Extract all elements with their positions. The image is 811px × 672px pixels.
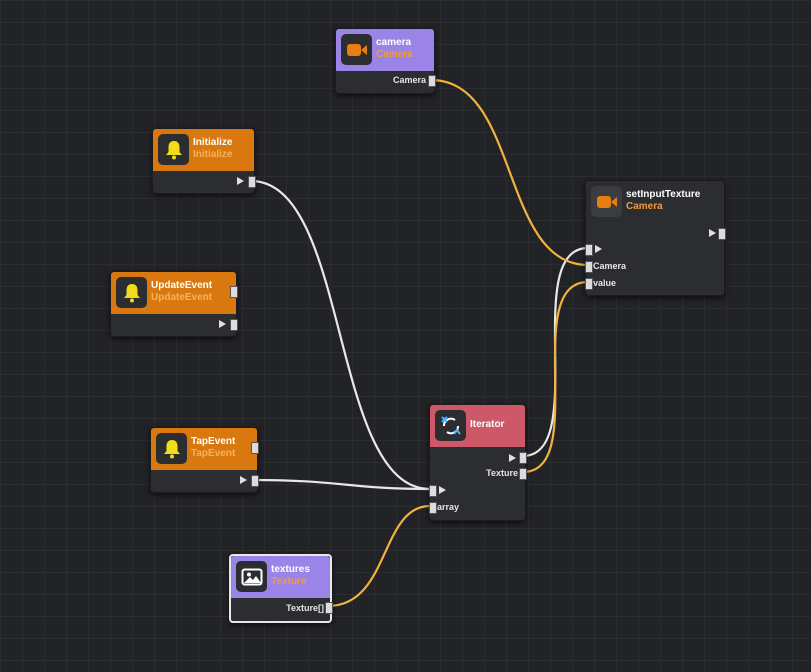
camera-icon <box>591 186 622 217</box>
value-input-port[interactable] <box>585 278 593 290</box>
initialize-node-header[interactable]: Initialize Initialize <box>153 129 254 171</box>
textures-node[interactable]: textures Texture Texture[] <box>229 554 333 623</box>
output-label: Texture[] <box>286 603 324 613</box>
bell-icon <box>116 277 147 308</box>
tap-event-node[interactable]: TapEvent TapEvent <box>150 427 259 493</box>
tap-event-node-header[interactable]: TapEvent TapEvent <box>151 428 259 470</box>
flow-output-port[interactable] <box>519 452 527 464</box>
wire-camera-to-setinputtexture[interactable] <box>430 78 589 267</box>
textures-node-header[interactable]: textures Texture <box>231 556 330 598</box>
camera-node-header[interactable]: camera Camera <box>336 29 434 71</box>
header-port[interactable] <box>230 286 238 298</box>
node-title: camera <box>376 37 412 48</box>
flow-input-port[interactable] <box>429 485 437 497</box>
set-input-texture-node[interactable]: setInputTexture Camera Camera value <box>585 180 726 296</box>
node-subtitle: TapEvent <box>191 448 236 459</box>
input-label-value: value <box>593 278 617 288</box>
iterator-icon <box>435 410 466 441</box>
flow-out-arrow-icon <box>709 229 716 237</box>
node-subtitle: Initialize <box>193 149 233 160</box>
node-title: TapEvent <box>191 436 236 447</box>
flow-in-arrow-icon <box>595 245 602 253</box>
node-title: Iterator <box>470 419 505 430</box>
node-title: UpdateEvent <box>151 280 213 291</box>
texture-output-port[interactable] <box>519 468 527 480</box>
node-subtitle: Texture <box>271 576 307 587</box>
flow-output-port[interactable] <box>718 228 726 240</box>
camera-input-port[interactable] <box>585 261 593 273</box>
flow-in-arrow-icon <box>439 486 446 494</box>
bell-icon <box>156 433 187 464</box>
node-title: textures <box>271 564 310 575</box>
iterator-node-header[interactable]: Iterator <box>430 405 525 447</box>
flow-output-port[interactable] <box>251 475 259 487</box>
wire-iterator-texture-to-value[interactable] <box>522 280 589 474</box>
flow-out-arrow-icon <box>219 320 226 328</box>
flow-output-port[interactable] <box>230 319 238 331</box>
set-input-texture-node-header[interactable]: setInputTexture Camera <box>586 181 724 223</box>
output-label-texture: Texture <box>486 468 518 478</box>
flow-out-arrow-icon <box>237 177 244 185</box>
wire-iterator-to-setinputtexture[interactable] <box>522 246 589 458</box>
node-title: Initialize <box>193 137 233 148</box>
input-label-array: array <box>437 502 460 512</box>
update-event-node[interactable]: UpdateEvent UpdateEvent <box>110 271 238 337</box>
array-input-port[interactable] <box>429 502 437 514</box>
flow-out-arrow-icon <box>509 454 516 462</box>
flow-out-arrow-icon <box>240 476 247 484</box>
camera-node[interactable]: camera Camera Camera <box>335 28 436 94</box>
node-subtitle: Camera <box>376 49 413 60</box>
node-title: setInputTexture <box>626 189 701 200</box>
textures-output-port[interactable] <box>325 602 333 614</box>
input-label-camera: Camera <box>593 261 627 271</box>
initialize-node[interactable]: Initialize Initialize <box>152 128 256 194</box>
image-icon <box>236 561 267 592</box>
node-subtitle: Camera <box>626 201 663 212</box>
camera-icon <box>341 34 372 65</box>
header-port[interactable] <box>251 442 259 454</box>
node-subtitle: UpdateEvent <box>151 292 213 303</box>
flow-output-port[interactable] <box>248 176 256 188</box>
wire-textures-to-iterator[interactable] <box>327 504 431 608</box>
iterator-node[interactable]: Iterator Texture array <box>429 404 527 521</box>
bell-icon <box>158 134 189 165</box>
wire-tapevent-to-iterator[interactable] <box>253 478 431 491</box>
camera-output-port[interactable] <box>428 75 436 87</box>
update-event-node-header[interactable]: UpdateEvent UpdateEvent <box>111 272 238 314</box>
wire-initialize-to-iterator[interactable] <box>250 179 431 491</box>
output-label: Camera <box>392 75 426 85</box>
flow-input-port[interactable] <box>585 244 593 256</box>
